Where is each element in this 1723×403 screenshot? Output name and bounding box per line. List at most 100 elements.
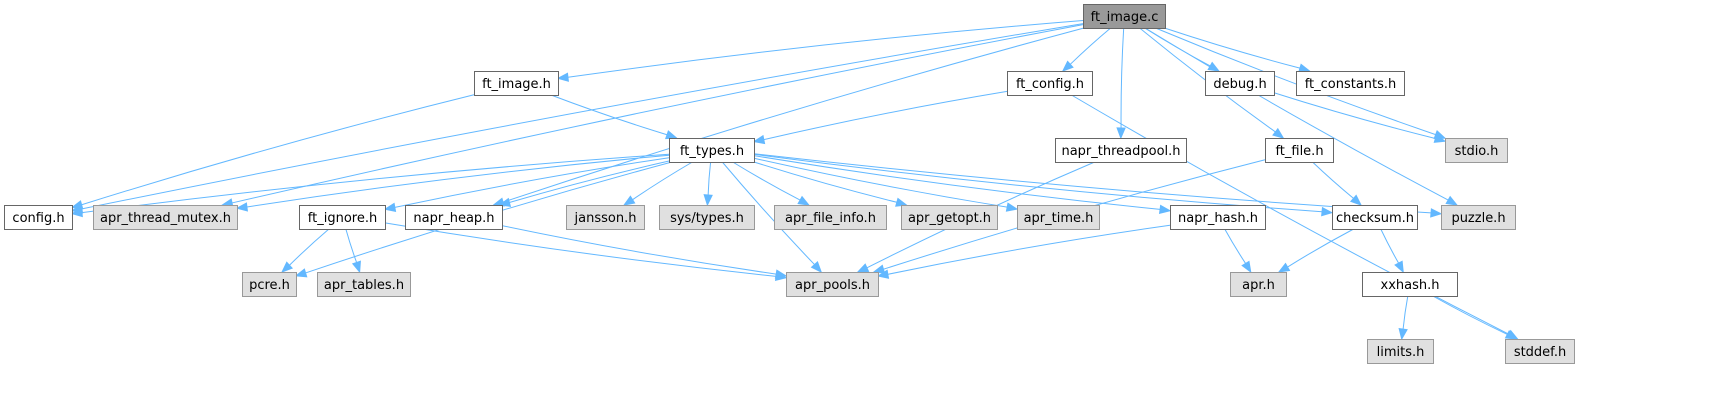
arrowhead-icon — [774, 269, 788, 279]
node-label: stddef.h — [1514, 345, 1566, 360]
node-napr-hash-h[interactable]: napr_hash.h — [1170, 205, 1266, 230]
arrowhead-icon — [856, 263, 870, 273]
edge-line — [753, 161, 897, 203]
node-label: apr_thread_mutex.h — [100, 211, 231, 226]
node-apr-getopt-h: apr_getopt.h — [901, 205, 998, 230]
arrowhead-icon — [810, 261, 823, 274]
edge-line — [394, 157, 670, 208]
node-checksum-h[interactable]: checksum.h — [1332, 205, 1418, 230]
edge-line — [721, 161, 815, 265]
edge-line — [1144, 27, 1449, 201]
edge-line — [81, 153, 670, 214]
node-pcre-h: pcre.h — [242, 272, 297, 297]
edge-ft_types_h-to-apr_pools_h — [721, 161, 823, 274]
node-box — [901, 205, 998, 230]
arrowhead-icon — [1061, 60, 1074, 72]
edge-ft_types_h-to-jansson_h — [622, 161, 693, 206]
edge-line — [1312, 161, 1354, 199]
node-config-h[interactable]: config.h — [4, 205, 73, 230]
node-ft-image-c[interactable]: ft_image.c — [1083, 4, 1166, 29]
edge-ft_image_h-to-config_h — [70, 94, 475, 210]
node-box — [1083, 4, 1166, 29]
node-limits-h: limits.h — [1367, 339, 1434, 364]
edge-ft_ignore_h-to-apr_pools_h — [384, 222, 788, 281]
edge-line — [1071, 94, 1510, 335]
arrowhead-icon — [1005, 202, 1019, 212]
arrowhead-icon — [1321, 206, 1334, 217]
node-box — [1296, 71, 1405, 96]
edge-ft_types_h-to-config_h — [70, 153, 670, 218]
nodes-layer: ft_image.c ft_image.h ft_config.h debug.h ft… — [4, 4, 1575, 364]
edge-line — [1287, 228, 1354, 268]
node-ft-types-h[interactable]: ft_types.h — [669, 138, 755, 163]
edge-line — [732, 161, 801, 201]
node-apr-thread-mutex-h: apr_thread_mutex.h — [93, 205, 238, 230]
arrowhead-icon — [1398, 327, 1408, 341]
edge-ft_image_c-to-apr_thread_mutex_h — [220, 24, 1084, 208]
node-napr-threadpool-h[interactable]: napr_threadpool.h — [1055, 138, 1187, 163]
edge-ft_types_h-to-apr_time_h — [753, 157, 1019, 212]
edge-line — [753, 157, 1008, 208]
edge-line — [384, 222, 777, 277]
node-xxhash-h[interactable]: xxhash.h — [1362, 272, 1458, 297]
node-label: apr_pools.h — [795, 278, 870, 293]
arrowhead-icon — [876, 269, 890, 279]
arrowhead-icon — [70, 200, 84, 210]
node-box — [93, 205, 238, 230]
arrowhead-icon — [752, 134, 766, 145]
node-box — [659, 205, 755, 230]
node-label: limits.h — [1377, 345, 1425, 360]
edge-ft_types_h-to-sys_types_h — [703, 161, 713, 207]
node-box — [1205, 71, 1275, 96]
edge-line — [550, 94, 668, 136]
node-jansson-h: jansson.h — [566, 205, 645, 230]
node-napr-heap-h[interactable]: napr_heap.h — [405, 205, 503, 230]
node-box — [4, 205, 73, 230]
edge-ft_image_c-to-napr_threadpool_h — [1116, 27, 1126, 140]
node-box — [1265, 138, 1334, 163]
node-box — [1170, 205, 1266, 230]
node-label: napr_heap.h — [413, 211, 494, 226]
arrowhead-icon — [70, 207, 83, 218]
edge-line — [1380, 228, 1400, 264]
node-ft-ignore-h[interactable]: ft_ignore.h — [299, 205, 386, 230]
node-label: puzzle.h — [1451, 211, 1505, 226]
arrowhead-icon — [1504, 329, 1518, 340]
node-label: napr_hash.h — [1178, 211, 1258, 226]
node-label: ft_types.h — [680, 144, 744, 159]
edge-ft_file_h-to-checksum_h — [1312, 161, 1362, 206]
edge-line — [345, 228, 358, 263]
edge-napr_heap_h-to-apr_pools_h — [501, 225, 788, 279]
node-debug-h[interactable]: debug.h — [1205, 71, 1275, 96]
node-apr-pools-h: apr_pools.h — [786, 272, 879, 297]
arrowhead-icon — [294, 268, 308, 278]
arrowhead-icon — [281, 261, 294, 273]
edge-line — [763, 90, 1008, 141]
edge-ft_types_h-to-apr_getopt_h — [753, 161, 908, 207]
node-box — [1505, 339, 1575, 364]
node-box — [1055, 138, 1187, 163]
edge-line — [707, 161, 712, 196]
node-ft-image-h[interactable]: ft_image.h — [474, 71, 559, 96]
arrowhead-icon — [665, 130, 678, 140]
node-box — [474, 71, 559, 96]
edge-ft_ignore_h-to-pcre_h — [281, 228, 330, 273]
edge-line — [1273, 92, 1436, 139]
node-ft-config-h[interactable]: ft_config.h — [1007, 71, 1093, 96]
edge-xxhash_h-to-stddef_h — [1432, 295, 1518, 340]
node-label: jansson.h — [574, 211, 637, 226]
node-ft-file-h[interactable]: ft_file.h — [1265, 138, 1334, 163]
node-label: checksum.h — [1336, 211, 1414, 226]
node-box — [1230, 272, 1287, 297]
node-box — [1332, 205, 1418, 230]
edge-line — [1120, 27, 1125, 129]
edge-ft_types_h-to-napr_hash_h — [753, 155, 1172, 215]
arrowhead-icon — [1272, 127, 1285, 139]
edge-ft_types_h-to-ft_ignore_h — [383, 157, 670, 212]
node-ft-constants-h[interactable]: ft_constants.h — [1296, 71, 1405, 96]
node-apr-time-h: apr_time.h — [1017, 205, 1100, 230]
node-box — [1007, 71, 1093, 96]
node-box — [786, 272, 879, 297]
arrowhead-icon — [1158, 204, 1172, 215]
